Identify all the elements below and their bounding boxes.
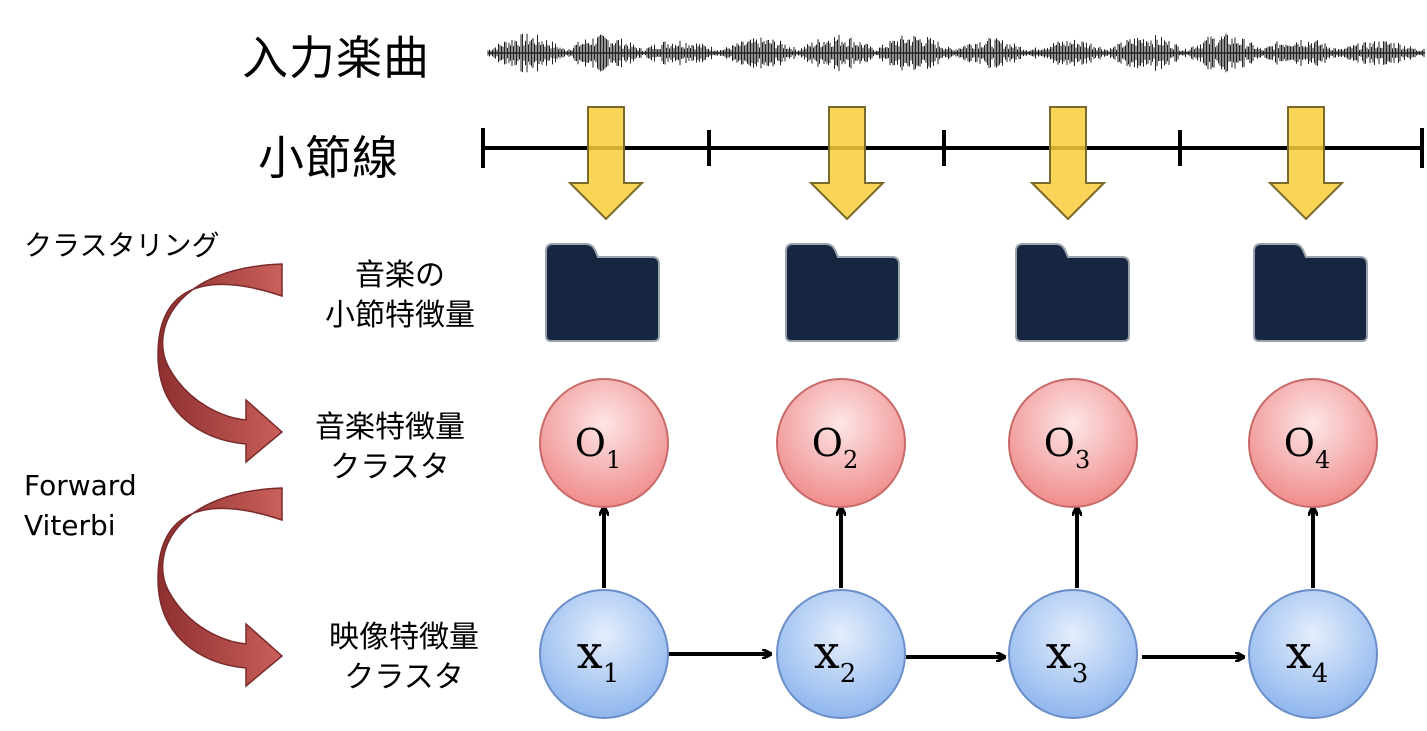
forward-viterbi-label: Forward Viterbi (24, 466, 137, 546)
video-feature-cluster-line2: クラスタ (344, 660, 464, 695)
hidden-label-1: x1 (577, 625, 620, 689)
observation-label-4: O4 (1284, 421, 1330, 474)
music-feature-cluster-label: 音楽特徴量 クラスタ (290, 408, 490, 488)
waveform (487, 33, 1425, 73)
bar-lines-label: 小節線 (258, 131, 399, 185)
hidden-label-3: x3 (1046, 625, 1089, 689)
clustering-curved-arrow-icon (157, 263, 284, 464)
hidden-node-2 (776, 589, 906, 719)
clustering-label: クラスタリング (24, 229, 220, 262)
down-arrow-icon (808, 106, 886, 221)
observation-label-2: O2 (812, 421, 858, 474)
music-bar-features-line2: 小節特徴量 (325, 298, 475, 333)
video-feature-cluster-line1: 映像特徴量 (329, 620, 479, 655)
emission-arrows (604, 508, 1313, 588)
bar-timeline (481, 128, 1424, 168)
down-arrow-icon (1267, 106, 1345, 221)
viterbi-curved-arrow-icon (157, 487, 284, 688)
video-feature-cluster-label: 映像特徴量 クラスタ (304, 618, 504, 698)
observation-node-4 (1248, 378, 1378, 508)
folder-icon (545, 243, 660, 342)
observation-nodes (539, 378, 1378, 508)
folder-icon (785, 243, 900, 342)
down-arrow-icon (1029, 106, 1107, 221)
folder-icon (1015, 243, 1130, 342)
observation-node-2 (776, 378, 906, 508)
hidden-node-3 (1008, 589, 1138, 719)
forward-viterbi-line1: Forward (24, 469, 137, 502)
hidden-label-4: x4 (1286, 625, 1329, 689)
observation-node-1 (539, 378, 669, 508)
down-arrows (567, 106, 1345, 221)
forward-viterbi-line2: Viterbi (24, 509, 116, 542)
music-feature-cluster-line1: 音楽特徴量 (315, 410, 465, 445)
observation-label-3: O3 (1044, 421, 1090, 474)
music-bar-features-label: 音楽の 小節特徴量 (300, 256, 500, 336)
folders (545, 243, 1368, 342)
music-feature-cluster-line2: クラスタ (330, 450, 450, 485)
folder-icon (1253, 243, 1368, 342)
transition-arrows (668, 654, 1243, 657)
hidden-node-4 (1248, 589, 1378, 719)
input-music-label: 入力楽曲 (242, 31, 430, 85)
hidden-nodes (539, 589, 1378, 719)
hidden-label-2: x2 (814, 625, 857, 689)
observation-label-1: O1 (575, 421, 621, 474)
observation-node-3 (1008, 378, 1138, 508)
music-bar-features-line1: 音楽の (355, 258, 445, 293)
curved-arrows (157, 263, 284, 688)
down-arrow-icon (567, 106, 645, 221)
hidden-node-1 (539, 589, 669, 719)
